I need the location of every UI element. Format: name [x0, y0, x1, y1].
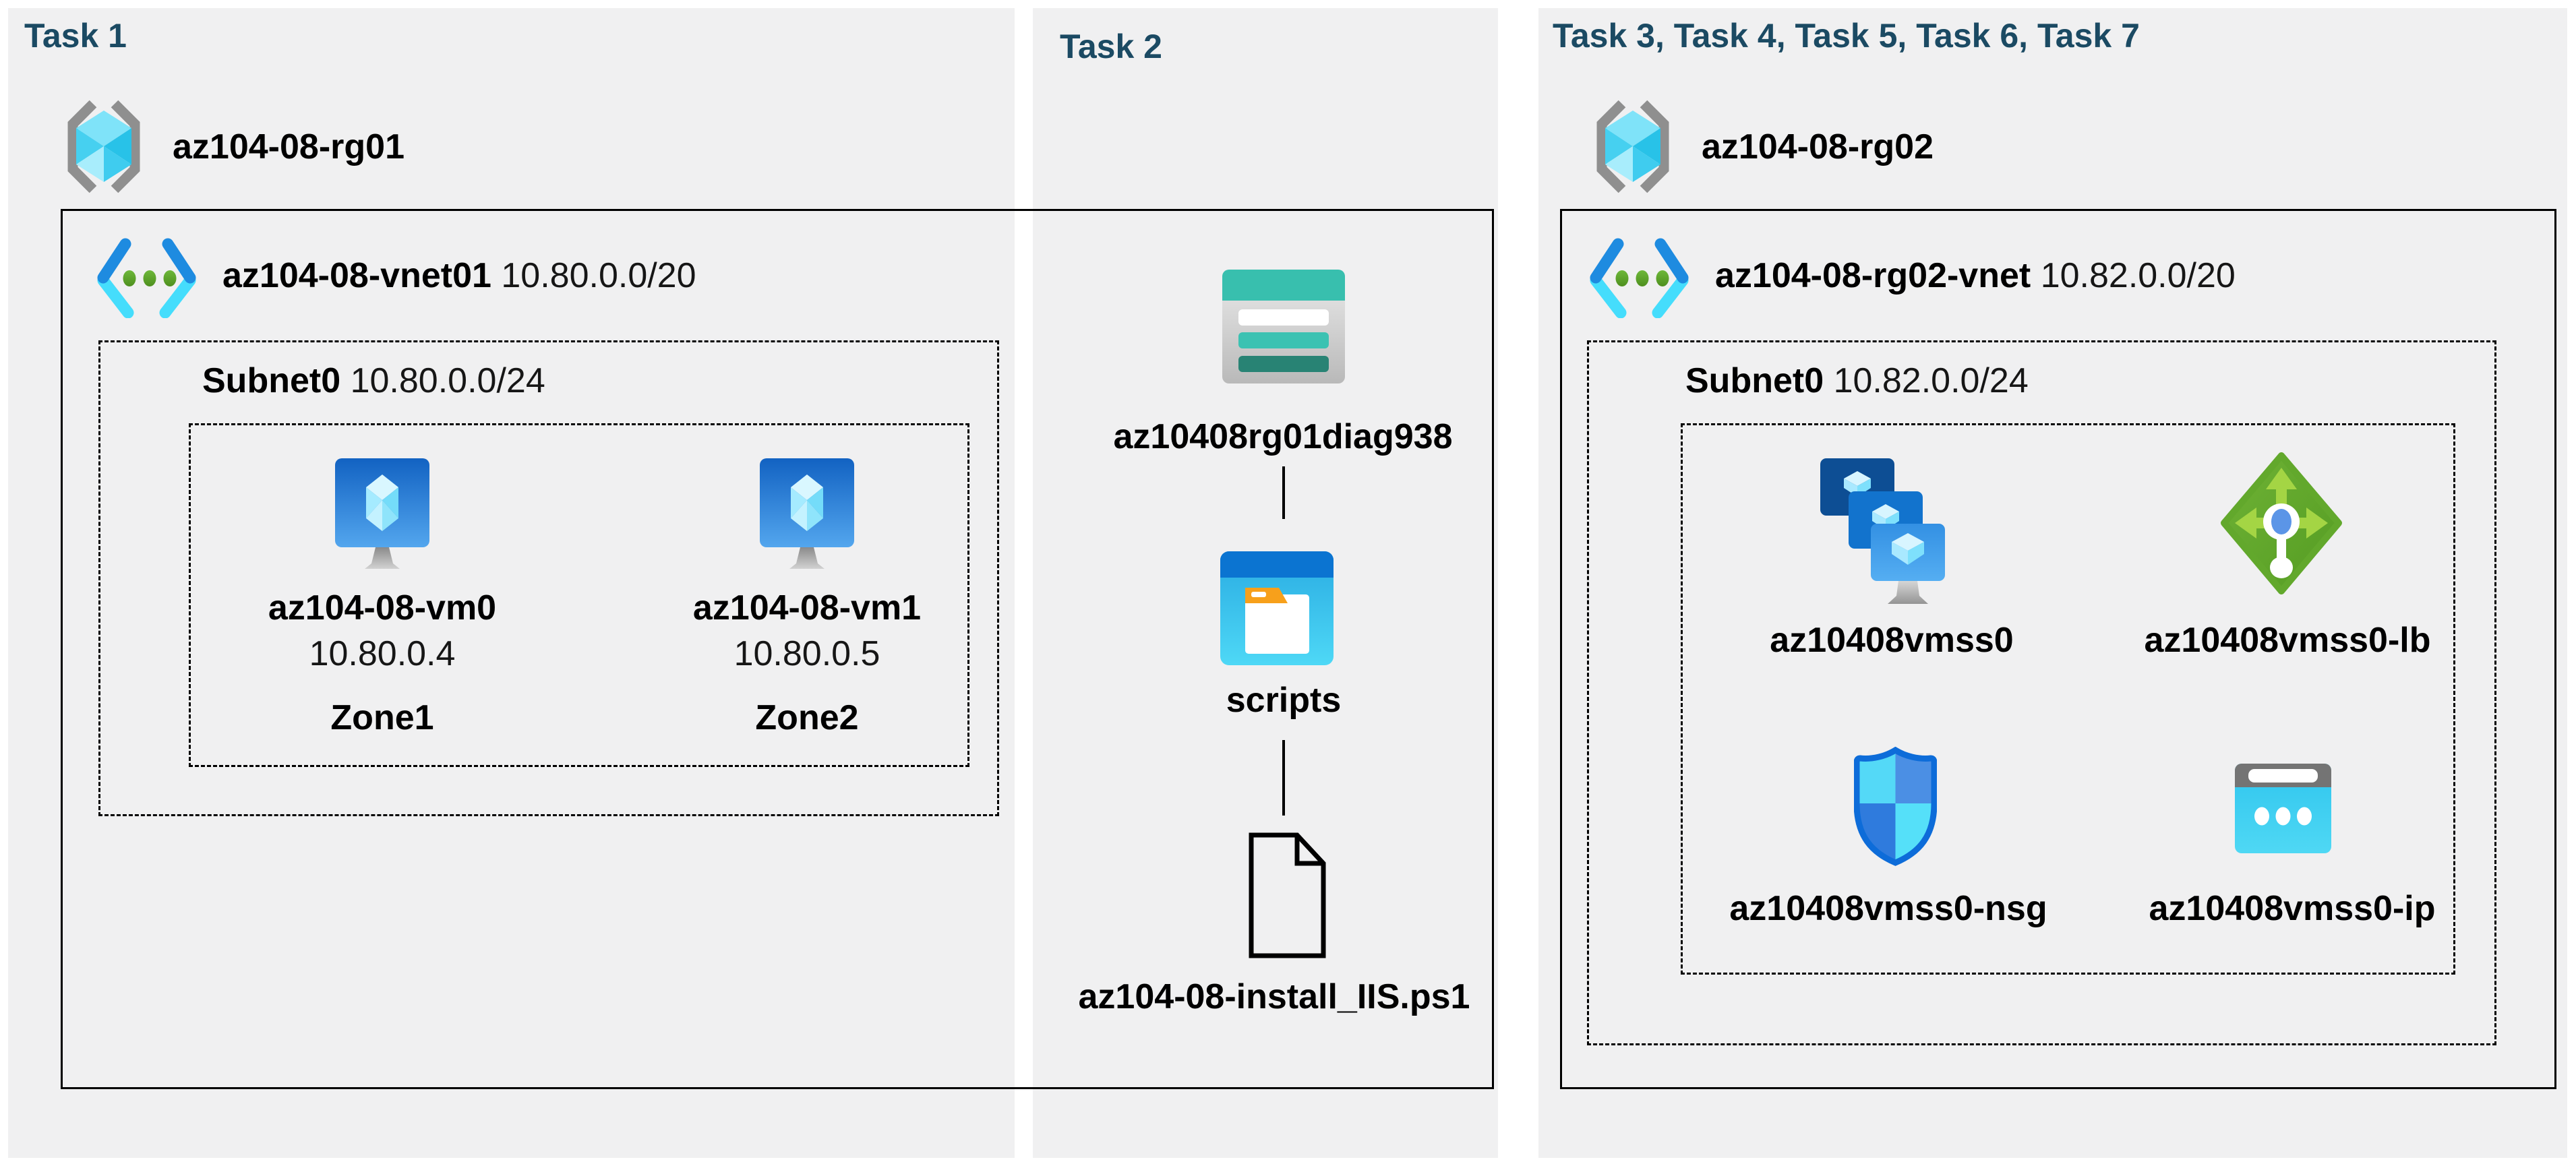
- task3-title: Task 3, Task 4, Task 5, Task 6, Task 7: [1553, 17, 2140, 55]
- public-ip-icon: [2235, 764, 2331, 853]
- virtual-network-icon: [1587, 237, 1691, 318]
- subnet2-label: Subnet0 10.82.0.0/24: [1685, 360, 2029, 402]
- vm-name: az104-08-vm0: [268, 588, 497, 627]
- vm-zone: Zone1: [330, 698, 434, 737]
- vm-group-box: [189, 423, 969, 767]
- task2-title: Task 2: [1060, 28, 1162, 65]
- vnet2-box: [1560, 209, 2556, 1089]
- script-file-name: az104-08-install_IIS.ps1: [1078, 977, 1470, 1016]
- connector-line: [1282, 740, 1285, 816]
- vnet1-box: [61, 209, 1494, 1089]
- vnet1-name: az104-08-vnet01: [222, 256, 491, 295]
- subnet2-cidr: 10.82.0.0/24: [1833, 361, 2029, 400]
- resource-group-icon: [59, 99, 148, 194]
- resource-group-name: az104-08-rg01: [173, 127, 405, 166]
- virtual-network-icon: [94, 237, 199, 318]
- network-security-group-icon: [1854, 747, 1937, 867]
- vnet1-cidr: 10.80.0.0/20: [501, 256, 696, 295]
- connector-line: [1282, 466, 1285, 519]
- blob-container-icon: [1220, 551, 1334, 665]
- vnet1-label: az104-08-vnet01 10.80.0.0/20: [222, 255, 696, 297]
- public-ip-name: az10408vmss0-ip: [2149, 889, 2436, 928]
- task1-title: Task 1: [24, 17, 127, 55]
- nsg-name: az10408vmss0-nsg: [1729, 889, 2047, 928]
- virtual-machine-icon: [335, 458, 429, 574]
- storage-account-icon: [1222, 270, 1345, 383]
- vnet2-cidr: 10.82.0.0/20: [2040, 256, 2236, 295]
- load-balancer-name: az10408vmss0-lb: [2144, 621, 2431, 660]
- panel-task3: [1538, 8, 2567, 1158]
- vnet2-name: az104-08-rg02-vnet: [1715, 256, 2031, 295]
- storage-account-name: az10408rg01diag938: [1113, 417, 1453, 456]
- subnet1-box: [98, 340, 999, 816]
- subnet1-cidr: 10.80.0.0/24: [350, 361, 545, 400]
- vm-scale-set-icon: [1820, 458, 1945, 608]
- container-name: scripts: [1226, 681, 1342, 720]
- panel-task1: [8, 8, 1015, 1158]
- subnet1-label: Subnet0 10.80.0.0/24: [202, 360, 545, 402]
- vm-ip: 10.80.0.5: [733, 634, 880, 673]
- vm-ip: 10.80.0.4: [309, 634, 456, 673]
- file-icon: [1246, 830, 1329, 961]
- subnet2-name: Subnet0: [1685, 361, 1824, 400]
- subnet2-box: [1587, 340, 2496, 1045]
- subnet1-name: Subnet0: [202, 361, 341, 400]
- vmss-name: az10408vmss0: [1770, 621, 2014, 660]
- resource-group-name: az104-08-rg02: [1702, 127, 1934, 166]
- vmss-group-box: [1681, 423, 2455, 975]
- vm-name: az104-08-vm1: [692, 588, 922, 627]
- load-balancer-icon: [2220, 452, 2343, 595]
- resource-group-icon: [1588, 99, 1677, 194]
- vnet2-label: az104-08-rg02-vnet 10.82.0.0/20: [1715, 255, 2236, 297]
- virtual-machine-icon: [760, 458, 854, 574]
- vm-zone: Zone2: [755, 698, 859, 737]
